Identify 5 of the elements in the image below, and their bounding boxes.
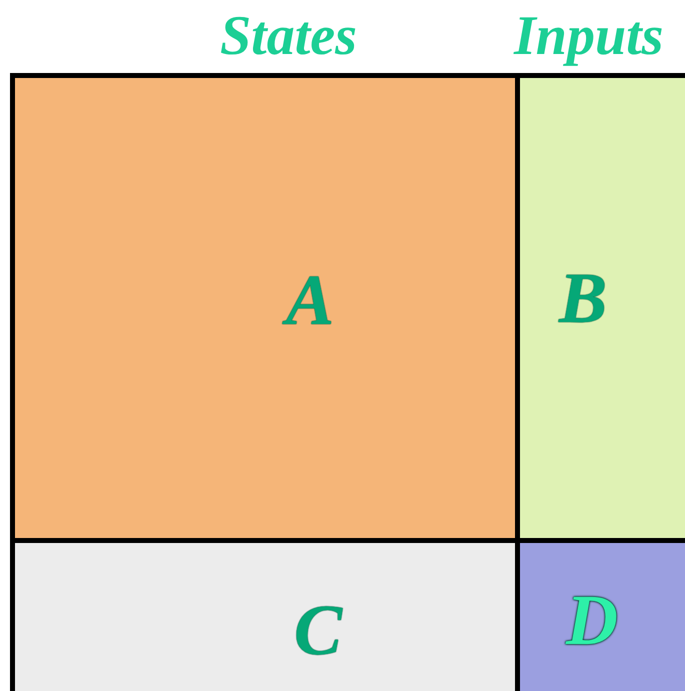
matrix-symbol: B	[558, 262, 608, 334]
column-heading: States	[220, 8, 357, 64]
column-heading: Inputs	[514, 8, 664, 64]
matrix-symbol: C	[294, 594, 342, 666]
matrix-symbol: D	[566, 584, 618, 656]
